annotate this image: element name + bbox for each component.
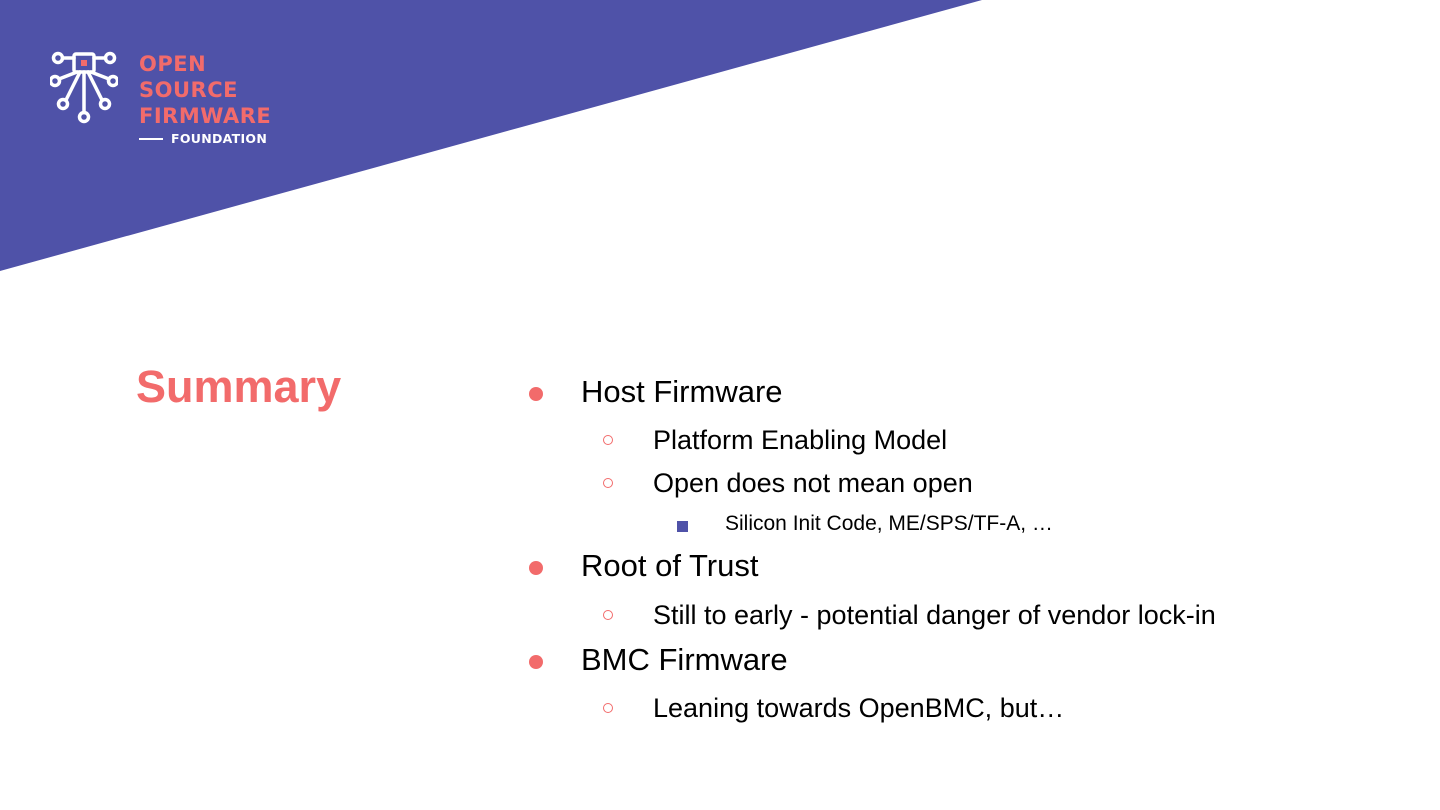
logo-dash [139,137,163,140]
logo-line-open: OPEN [139,52,207,76]
bullet-dot [529,655,543,669]
logo-subtitle: FOUNDATION [139,131,267,146]
bullet-dot [529,387,543,401]
slide-title: Summary [136,361,342,412]
sub-sub-bullet-square [677,521,688,532]
bullet-silicon-init-code: Silicon Init Code, ME/SPS/TF-A, … [725,512,1053,535]
circuit-chip-icon [50,51,118,124]
bullet-host-firmware: Host Firmware [581,374,783,409]
sub-bullet-circle [603,435,613,445]
banner-shape [0,0,982,271]
logo-subtitle-text: FOUNDATION [171,131,268,146]
bullet-platform-enabling-model: Platform Enabling Model [653,425,948,455]
bullet-root-of-trust: Root of Trust [581,548,759,583]
logo-line-firmware: FIRMWARE [139,104,272,128]
bullet-bmc-firmware: BMC Firmware [581,642,788,677]
bullet-openbmc: Leaning towards OpenBMC, but… [653,693,1065,723]
bullet-vendor-lock-in: Still to early - potential danger of ven… [653,600,1216,630]
logo-wordmark: OPEN SOURCE FIRMWARE [139,51,271,129]
sub-bullet-circle [603,610,613,620]
bullet-open-not-open: Open does not mean open [653,468,973,498]
sub-bullet-circle [603,703,613,713]
logo-line-source: SOURCE [139,78,238,102]
bullet-dot [529,561,543,575]
sub-bullet-circle [603,478,613,488]
